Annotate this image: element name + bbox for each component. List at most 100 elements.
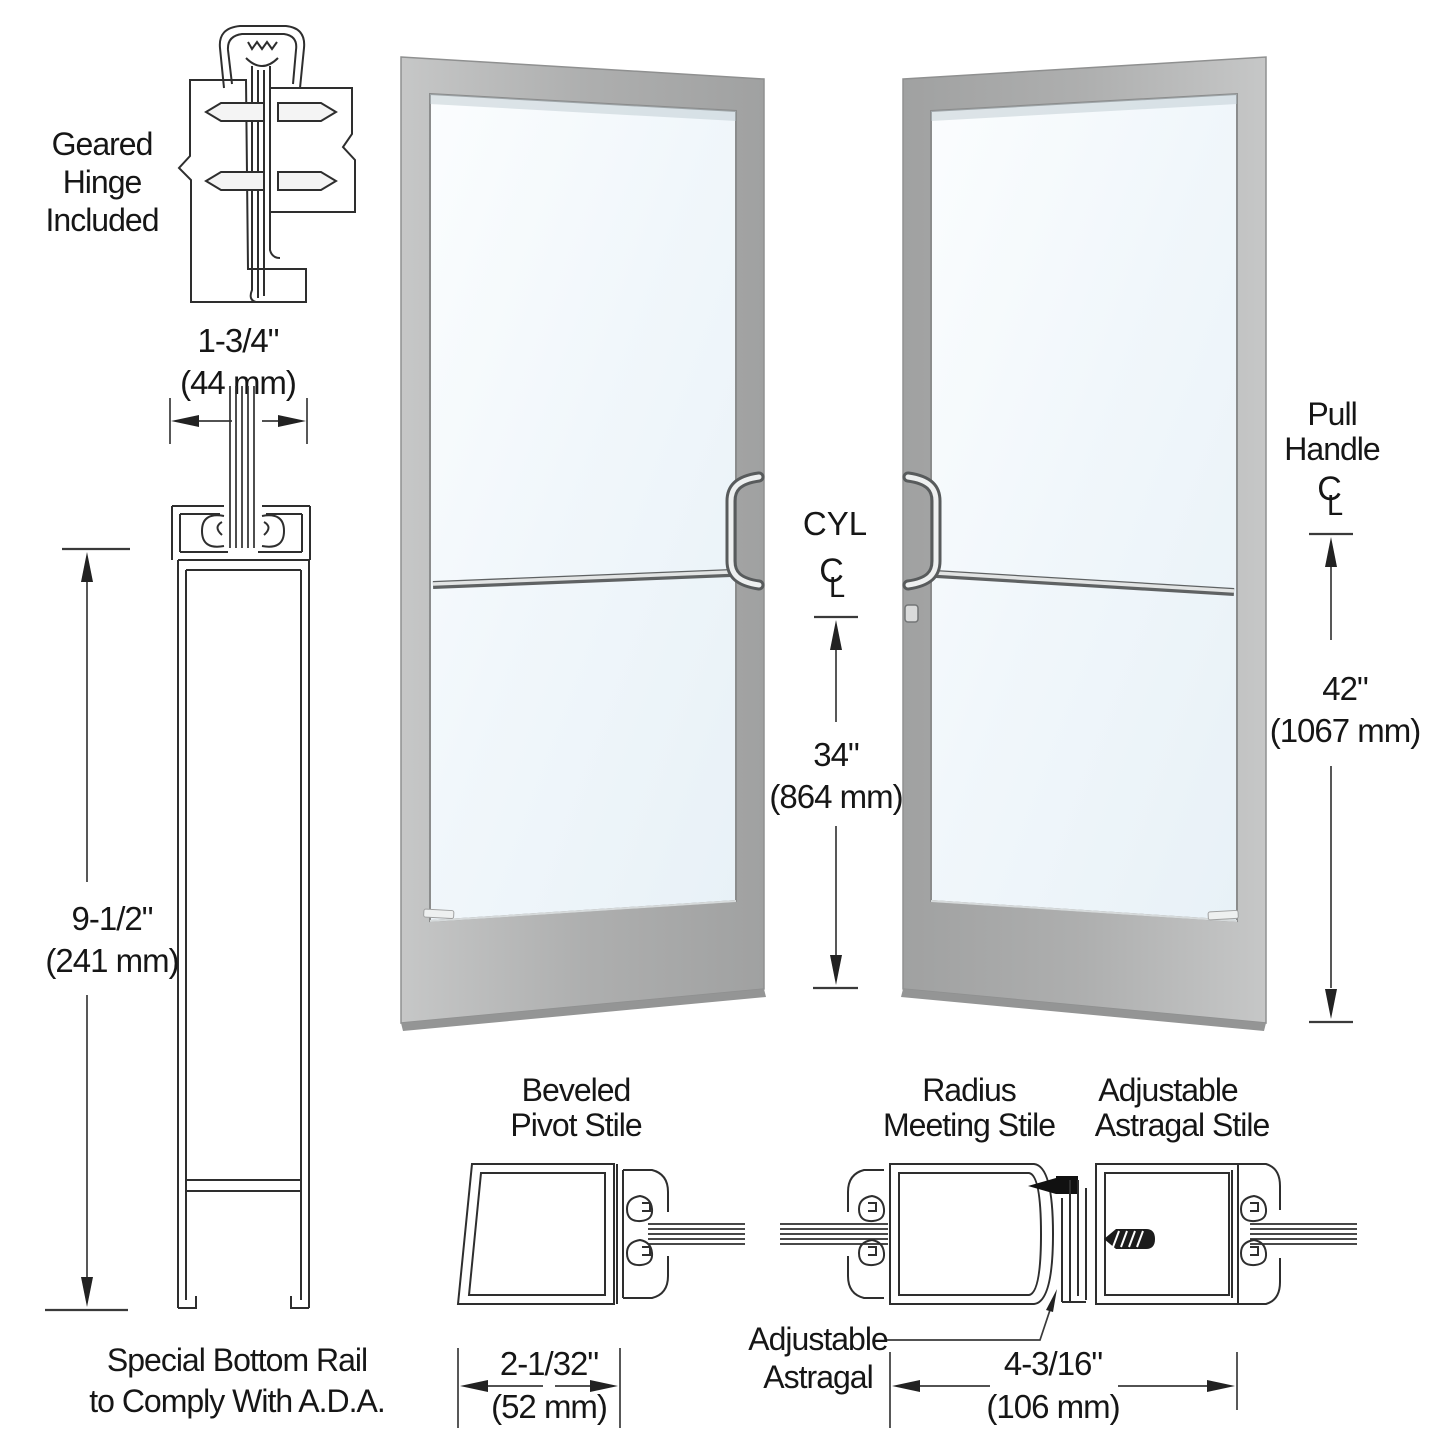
hinge-knuckle-inner (226, 33, 298, 85)
glazing-vinyl (625, 1238, 654, 1267)
glass-edge-lines (648, 1223, 745, 1245)
pull-height-metric: (1067 mm) (1270, 712, 1421, 749)
brand-chip (423, 908, 455, 920)
right-door-glass-top-shadow (931, 94, 1237, 121)
arrowhead-right (1207, 1380, 1235, 1392)
bottom-rail-note-line2: to Comply With A.D.A. (89, 1383, 385, 1419)
pivot-stile-dimension: 2-1/32" (52 mm) (457, 1345, 621, 1428)
arrowhead-up (830, 620, 842, 650)
left-door-pull-handle-highlight (728, 474, 762, 588)
rail-outline (177, 559, 310, 1308)
glazing-pocket (847, 1169, 884, 1299)
centerline-symbol-c: C (819, 552, 843, 590)
hinge-screw (277, 102, 338, 122)
rail-foot-left (178, 1296, 197, 1309)
cyl-height-inches: 34" (813, 736, 859, 773)
glass-edge-lines (780, 1223, 888, 1245)
astragal-adjust-block (1056, 1176, 1078, 1194)
left-door-push-bar-highlight (432, 570, 732, 586)
glazing-channel-inner (179, 513, 303, 553)
glazing-vinyl-right (261, 514, 286, 548)
hinge-jamb-profile (177, 79, 307, 303)
rail-foot-right (290, 1296, 309, 1309)
hinge-screw (277, 171, 338, 191)
hinge-note-line2: Hinge (63, 164, 142, 200)
right-door-glass (930, 92, 1238, 923)
hinge-note-line3: Included (46, 202, 159, 238)
cyl-label: CYL (803, 505, 867, 542)
cyl-height-metric: (864 mm) (769, 778, 902, 815)
bottom-rail-note: Special Bottom Rail to Comply With A.D.A… (89, 1342, 386, 1419)
arrowhead-left (892, 1380, 920, 1392)
hinge-note: Geared Hinge Included (46, 126, 160, 238)
left-door-glass-top-shadow (430, 94, 736, 121)
hinge-leaf-line (269, 66, 281, 259)
right-door (901, 56, 1267, 1031)
arrowhead-down (1325, 989, 1337, 1019)
stile-inner (467, 1172, 606, 1296)
leader-arrowhead (1046, 1289, 1057, 1312)
centerline-symbol-l: L (1327, 490, 1343, 522)
glazing-channel (171, 505, 311, 560)
pivot-stile-metric: (52 mm) (491, 1388, 607, 1425)
astragal-stile-line2: Astragal Stile (1095, 1107, 1270, 1143)
arrowhead-left (460, 1380, 488, 1392)
meeting-stile-inner (898, 1172, 1043, 1296)
pull-handle-line2: Handle (1284, 431, 1380, 467)
left-door-bottom-edge (401, 989, 766, 1031)
pull-handle-dimension: Pull Handle C L 42" (1067 mm) (1270, 396, 1421, 1024)
astragal-screw-threads (1112, 1230, 1144, 1248)
astragal-stile-inner (1104, 1172, 1230, 1296)
glazing-vinyl (1239, 1238, 1268, 1267)
arrowhead-right (278, 415, 306, 427)
hinge-screw (204, 171, 265, 191)
section-labels: Beveled Pivot Stile Radius Meeting Stile… (510, 1072, 1270, 1143)
bottom-rail-metric: (241 mm) (45, 942, 178, 979)
rail-web (186, 1179, 301, 1192)
rail-inner-walls (185, 569, 302, 1300)
pull-handle-line1: Pull (1307, 396, 1356, 432)
meeting-stile-outline (889, 1163, 1055, 1305)
cyl-dimension: CYL C L 34" (864 mm) (769, 505, 904, 990)
right-door-rail-highlight (930, 900, 1238, 922)
glazing-vinyl (625, 1194, 654, 1223)
astragal-callout-line1: Adjustable (748, 1321, 888, 1357)
astragal-callout: Adjustable Astragal (748, 1289, 1057, 1395)
glazing-vinyl (857, 1238, 886, 1267)
leader-line (887, 1297, 1055, 1341)
hinge-knuckle-arc (245, 57, 279, 67)
astragal-callout-line2: Astragal (763, 1359, 872, 1395)
brand-chip (1207, 909, 1239, 921)
arrowhead-up (81, 552, 93, 582)
right-door-pull-handle-highlight (905, 474, 939, 588)
bottom-rail-section (171, 386, 311, 1309)
glazing-vinyl-left (200, 514, 225, 548)
glazing-plate (616, 1164, 624, 1304)
combined-width-inches: 4-3/16" (1004, 1345, 1103, 1382)
glazing-vinyl (857, 1194, 886, 1223)
radius-stile-line2: Meeting Stile (883, 1107, 1055, 1143)
glazing-vinyl (1239, 1194, 1268, 1223)
astragal-adjust-arrow (1028, 1178, 1056, 1194)
arrowhead-down (830, 955, 842, 985)
arrowhead-up (1325, 537, 1337, 567)
centerline-symbol-c: C (1317, 470, 1341, 508)
stile-outline (456, 1163, 615, 1305)
arrowhead-right (590, 1380, 618, 1392)
bottom-rail-dimension: 9-1/2" (241 mm) (45, 547, 180, 1312)
stile-width-metric: (44 mm) (180, 364, 296, 401)
cylinder-lock[interactable] (904, 604, 919, 623)
astragal-channel (1061, 1180, 1087, 1303)
right-door-push-bar-highlight (935, 571, 1235, 593)
geared-hinge-detail (177, 25, 356, 303)
radius-stile-line1: Radius (922, 1072, 1016, 1108)
left-door (400, 56, 766, 1031)
pivot-stile-inches: 2-1/32" (500, 1345, 599, 1382)
beveled-pivot-stile-section (456, 1163, 745, 1305)
right-door-bottom-edge (901, 989, 1266, 1031)
hinge-stile-profile (270, 87, 356, 213)
hinge-screw (204, 102, 265, 122)
left-door-rail-highlight (429, 900, 737, 922)
